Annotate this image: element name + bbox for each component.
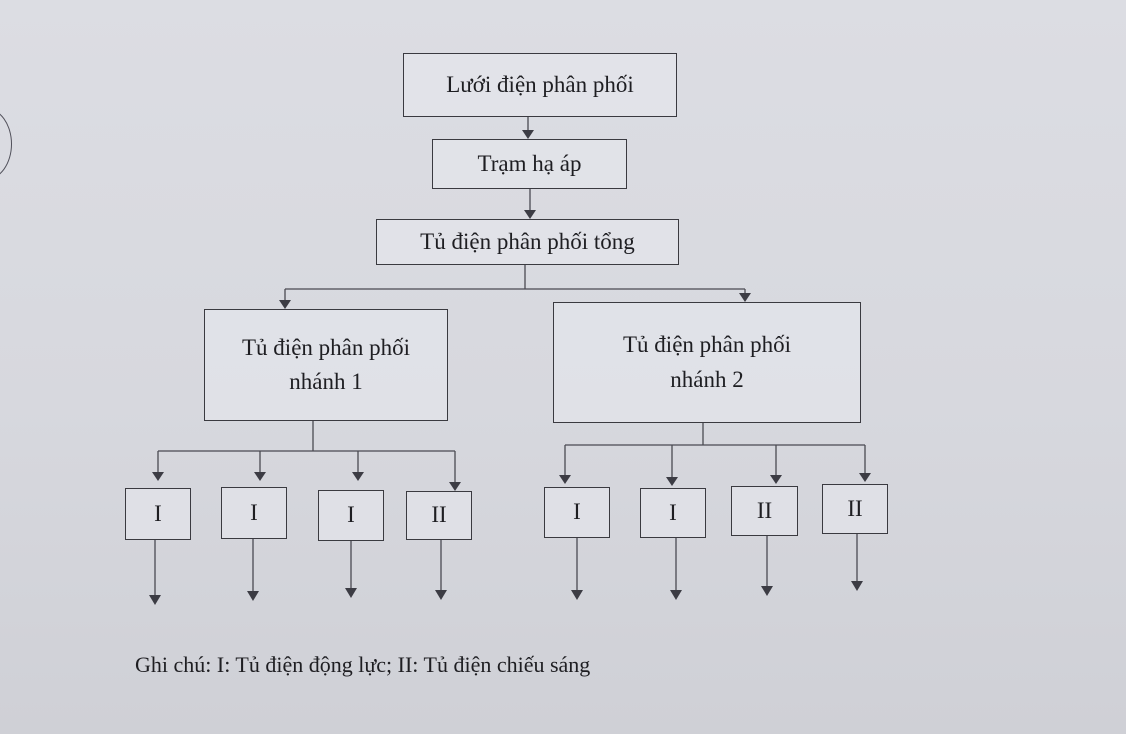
- node-label-line1: Tủ điện phân phối: [623, 332, 791, 357]
- arrowhead: [859, 473, 871, 482]
- arrowhead: [559, 475, 571, 484]
- node-sub-panel-b1-1: I: [125, 488, 191, 540]
- arrowhead: [851, 581, 863, 591]
- node-label: I: [669, 499, 677, 525]
- arrowhead: [449, 482, 461, 491]
- arrowhead: [152, 472, 164, 481]
- node-sub-panel-b1-2: I: [221, 487, 287, 539]
- arrowhead: [571, 590, 583, 600]
- arrowhead: [279, 300, 291, 309]
- node-label-line1: Tủ điện phân phối: [242, 334, 410, 360]
- node-label: I: [573, 499, 581, 525]
- arrowhead: [247, 591, 259, 601]
- node-distribution-grid: Lưới điện phân phối: [403, 53, 677, 117]
- node-main-distribution-panel: Tủ điện phân phối tổng: [376, 219, 679, 265]
- arrowhead: [524, 210, 536, 219]
- node-label: Trạm hạ áp: [477, 150, 582, 176]
- node-branch-panel-2: Tủ điện phân phối nhánh 2: [553, 302, 861, 423]
- node-sub-panel-b2-1: I: [544, 487, 610, 538]
- node-label-line2: nhánh 1: [289, 369, 363, 394]
- node-branch-panel-1: Tủ điện phân phối nhánh 1: [204, 309, 448, 421]
- node-sub-panel-b2-4: II: [822, 484, 888, 534]
- arrowhead: [770, 475, 782, 484]
- node-label: II: [431, 502, 447, 528]
- legend-note: Ghi chú: I: Tủ điện động lực; II: Tủ điệ…: [135, 652, 591, 677]
- node-label: I: [250, 499, 258, 525]
- arrowhead: [352, 472, 364, 481]
- arrowhead: [435, 590, 447, 600]
- node-label: Lưới điện phân phối: [446, 71, 634, 97]
- node-label: II: [756, 497, 773, 523]
- node-sub-panel-b1-3: I: [318, 490, 384, 541]
- node-label: Tủ điện phân phối tổng: [420, 228, 635, 254]
- arrowhead: [522, 130, 534, 139]
- arrowhead: [670, 590, 682, 600]
- arrowhead: [254, 472, 266, 481]
- node-sub-panel-b2-3: II: [731, 486, 798, 536]
- arrowhead: [149, 595, 161, 605]
- arrowhead: [739, 293, 751, 302]
- node-label: I: [154, 500, 162, 526]
- node-label: II: [847, 495, 863, 521]
- node-sub-panel-b2-2: I: [640, 488, 706, 538]
- node-step-down-substation: Trạm hạ áp: [432, 139, 627, 189]
- node-label-line2: nhánh 2: [670, 366, 744, 392]
- arrowhead: [345, 588, 357, 598]
- arrowhead: [666, 477, 678, 486]
- arrowhead: [761, 586, 773, 596]
- node-label: I: [347, 502, 355, 528]
- node-sub-panel-b1-4: II: [406, 491, 472, 540]
